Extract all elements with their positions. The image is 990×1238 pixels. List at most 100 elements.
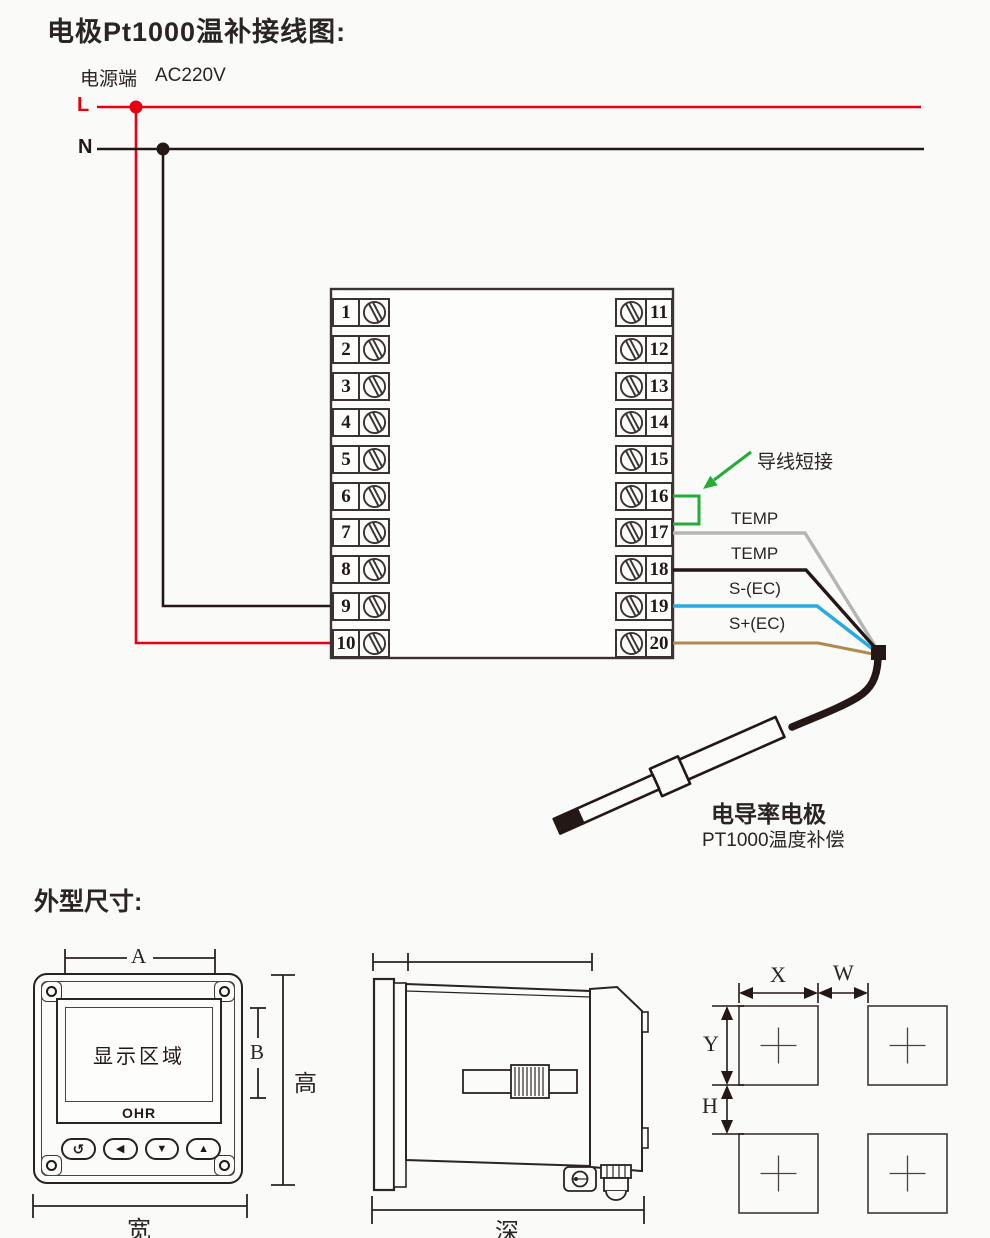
- down-button[interactable]: ▼: [144, 1138, 180, 1160]
- terminal-row-10: 10: [332, 629, 390, 658]
- terminal-number: 3: [334, 374, 360, 399]
- dim-a-line: [64, 949, 216, 973]
- terminal-number: 15: [645, 447, 671, 472]
- terminal-row-11: 11: [615, 298, 673, 327]
- screw-icon: [617, 557, 645, 582]
- terminal-number: 18: [645, 557, 671, 582]
- terminal-number: 10: [334, 631, 360, 656]
- jumper-note: 导线短接: [757, 452, 834, 473]
- dim-height-line: [271, 974, 295, 1186]
- ec-minus-label: S-(EC): [729, 579, 781, 598]
- cutout-dim-arrows: [712, 983, 869, 1135]
- terminal-row-9: 9: [332, 592, 390, 621]
- terminal-number: 9: [334, 594, 360, 619]
- neutral-junction-dot: [156, 142, 170, 156]
- terminal-number: 13: [645, 374, 671, 399]
- dim-width-line: [32, 1194, 248, 1218]
- dim-x-label: X: [770, 962, 786, 987]
- dimensions-title: 外型尺寸:: [34, 888, 143, 916]
- brand-logo: OHR: [121, 1105, 157, 1121]
- terminal-number: 12: [645, 337, 671, 362]
- ec-plus-label: S+(EC): [729, 614, 786, 633]
- electrode-subtitle: PT1000温度补偿: [702, 830, 845, 851]
- terminal-row-5: 5: [332, 445, 390, 474]
- dim-a-label: A: [131, 944, 147, 968]
- terminal-row-4: 4: [332, 408, 390, 437]
- terminal-number: 4: [334, 410, 360, 435]
- electrode: [552, 715, 786, 835]
- terminal-row-1: 1: [332, 298, 390, 327]
- dim-width-label: 宽: [127, 1218, 151, 1238]
- screw-icon: [617, 300, 645, 325]
- screw-icon: [360, 484, 388, 509]
- terminal-row-20: 20: [615, 629, 673, 658]
- dim-y-label: Y: [703, 1031, 719, 1056]
- terminal-row-14: 14: [615, 408, 673, 437]
- terminal-number: 5: [334, 447, 360, 472]
- display-panel: 显示区域 OHR: [56, 998, 222, 1124]
- wiring-title: 电极Pt1000温补接线图:: [47, 17, 347, 47]
- screw-icon: [617, 594, 645, 619]
- screw-icon: [617, 484, 645, 509]
- live-label: L: [77, 94, 90, 116]
- temp-wire-label-1: TEMP: [731, 509, 779, 528]
- terminal-number: 16: [645, 484, 671, 509]
- neutral-label: N: [78, 136, 93, 158]
- jumper-wire: [673, 494, 701, 526]
- terminal-number: 19: [645, 594, 671, 619]
- neutral-wire: [97, 147, 924, 608]
- dim-b-line: [250, 1007, 266, 1099]
- screw-icon: [360, 337, 388, 362]
- screw-icon: [360, 557, 388, 582]
- terminal-number: 20: [645, 631, 671, 656]
- terminal-row-17: 17: [615, 518, 673, 547]
- terminal-row-13: 13: [615, 372, 673, 401]
- terminal-row-12: 12: [615, 335, 673, 364]
- cable-gland: [600, 1164, 632, 1201]
- terminal-number: 11: [645, 300, 671, 325]
- power-voltage-label: AC220V: [155, 65, 226, 86]
- front-view-device: 显示区域 OHR ↺ ◀ ▼ ▲: [33, 973, 243, 1184]
- screw-icon: [360, 300, 388, 325]
- screw-icon: [360, 374, 388, 399]
- screw-icon: [617, 374, 645, 399]
- screw-icon: [617, 520, 645, 545]
- terminal-number: 2: [334, 337, 360, 362]
- terminal-row-19: 19: [615, 592, 673, 621]
- electrode-title: 电导率电极: [711, 801, 826, 827]
- electrode-cable: [788, 655, 882, 731]
- display-area-label: 显示区域: [93, 1046, 185, 1068]
- terminal-number: 17: [645, 520, 671, 545]
- terminal-row-18: 18: [615, 555, 673, 584]
- terminal-number: 1: [334, 300, 360, 325]
- reset-button[interactable]: ↺: [61, 1138, 96, 1160]
- panel-cutout: [738, 1005, 948, 1214]
- left-button[interactable]: ◀: [102, 1138, 138, 1160]
- temp-wire-gray: [673, 531, 879, 650]
- live-wire: [97, 105, 921, 645]
- dim-height-label: 高: [294, 1071, 317, 1096]
- screw-icon: [617, 410, 645, 435]
- power-terminal-label: 电源端: [80, 69, 138, 90]
- screw-icon: [360, 520, 388, 545]
- screw-icon: [360, 410, 388, 435]
- temp-wire-label-2: TEMP: [731, 544, 779, 563]
- screw-icon: [360, 594, 388, 619]
- dim-h-label: H: [702, 1093, 718, 1118]
- terminal-number: 8: [334, 557, 360, 582]
- screw-icon: [360, 447, 388, 472]
- screw-icon: [617, 337, 645, 362]
- electrode-tip: [552, 807, 585, 835]
- terminal-row-7: 7: [332, 518, 390, 547]
- terminal-row-16: 16: [615, 482, 673, 511]
- live-junction-dot: [129, 100, 143, 114]
- display-screen: 显示区域: [65, 1007, 213, 1102]
- up-button[interactable]: ▲: [186, 1138, 221, 1160]
- screw-icon: [617, 631, 645, 656]
- dim-b-label: B: [250, 1040, 265, 1064]
- dim-depth-label: 深: [495, 1220, 519, 1238]
- terminal-number: 14: [645, 410, 671, 435]
- front-button-row: ↺ ◀ ▼ ▲: [61, 1138, 221, 1160]
- ec-plus-wire: [673, 641, 879, 657]
